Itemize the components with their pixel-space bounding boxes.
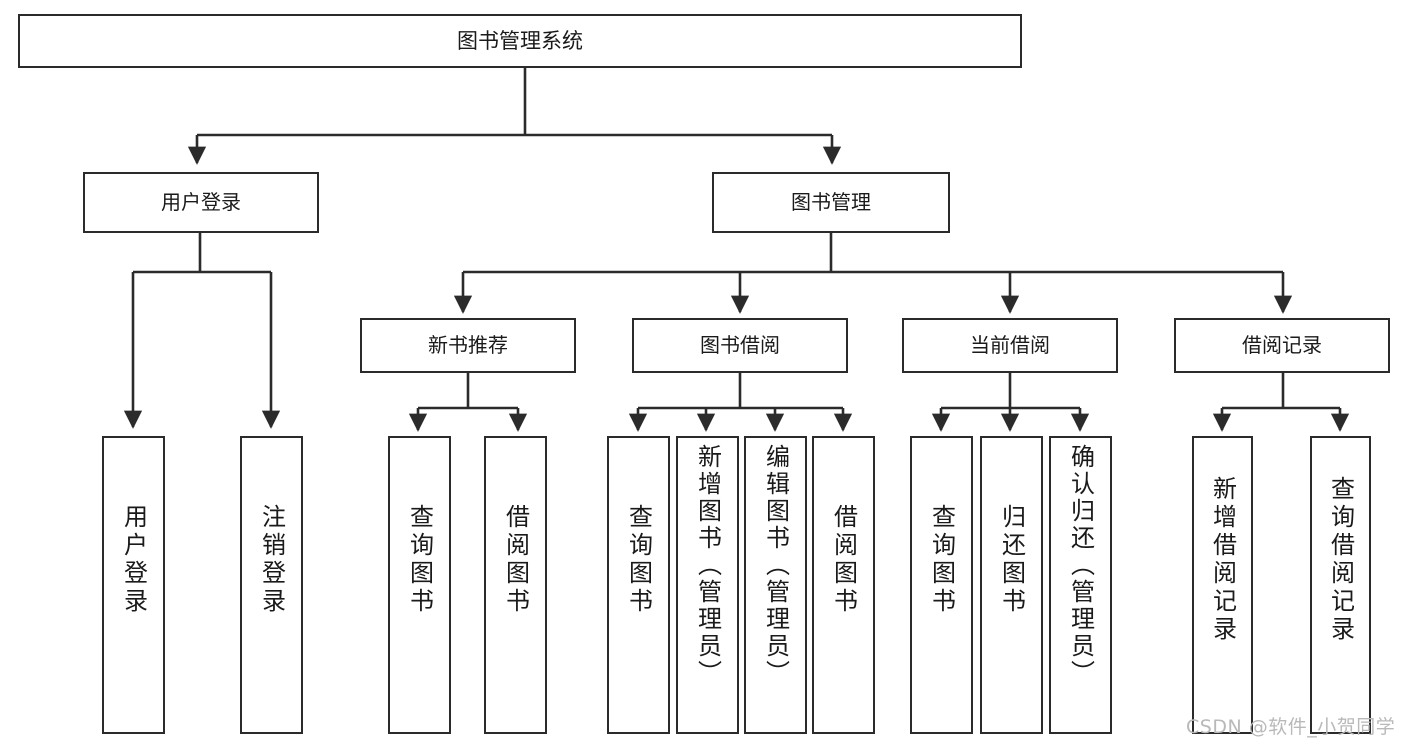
node-leaf-query-book-3[interactable]: 查询图书 bbox=[910, 436, 973, 734]
node-root-label: 图书管理系统 bbox=[457, 28, 583, 53]
node-leaf-borrow-book-1[interactable]: 借阅图书 bbox=[484, 436, 547, 734]
node-leaf-borrow-book-2-label: 借阅图书 bbox=[829, 504, 858, 616]
node-leaf-confirm-return[interactable]: 确认归还（管理员） bbox=[1049, 436, 1112, 734]
node-leaf-query-book-2[interactable]: 查询图书 bbox=[607, 436, 670, 734]
node-leaf-logout[interactable]: 注销登录 bbox=[240, 436, 303, 734]
node-leaf-add-record[interactable]: 新增借阅记录 bbox=[1192, 436, 1253, 734]
node-book-management-label: 图书管理 bbox=[791, 190, 871, 214]
node-root[interactable]: 图书管理系统 bbox=[18, 14, 1022, 68]
node-leaf-add-book[interactable]: 新增图书（管理员） bbox=[676, 436, 739, 734]
node-leaf-borrow-book-2[interactable]: 借阅图书 bbox=[812, 436, 875, 734]
node-leaf-query-book-1[interactable]: 查询图书 bbox=[388, 436, 451, 734]
node-book-management[interactable]: 图书管理 bbox=[712, 172, 950, 233]
node-leaf-return-book[interactable]: 归还图书 bbox=[980, 436, 1043, 734]
node-leaf-edit-book-label: 编辑图书（管理员） bbox=[761, 444, 790, 687]
node-leaf-query-record-label: 查询借阅记录 bbox=[1326, 476, 1355, 644]
node-leaf-query-book-3-label: 查询图书 bbox=[927, 504, 956, 616]
watermark-text: CSDN @软件_小贺同学 bbox=[1186, 716, 1396, 738]
node-leaf-query-record[interactable]: 查询借阅记录 bbox=[1310, 436, 1371, 734]
node-leaf-add-record-label: 新增借阅记录 bbox=[1208, 476, 1237, 644]
node-leaf-edit-book[interactable]: 编辑图书（管理员） bbox=[744, 436, 807, 734]
node-leaf-add-book-label: 新增图书（管理员） bbox=[693, 444, 722, 687]
node-user-login-label: 用户登录 bbox=[161, 190, 241, 214]
node-leaf-return-book-label: 归还图书 bbox=[997, 504, 1026, 616]
node-leaf-user-login-label: 用户登录 bbox=[119, 504, 148, 616]
node-book-borrow[interactable]: 图书借阅 bbox=[632, 318, 848, 373]
node-user-login[interactable]: 用户登录 bbox=[83, 172, 319, 233]
node-leaf-confirm-return-label: 确认归还（管理员） bbox=[1066, 444, 1095, 687]
node-leaf-user-login[interactable]: 用户登录 bbox=[102, 436, 165, 734]
node-new-book-recommend-label: 新书推荐 bbox=[428, 333, 508, 357]
node-leaf-logout-label: 注销登录 bbox=[257, 504, 286, 616]
node-leaf-query-book-2-label: 查询图书 bbox=[624, 504, 653, 616]
node-leaf-query-book-1-label: 查询图书 bbox=[405, 504, 434, 616]
node-current-borrow[interactable]: 当前借阅 bbox=[902, 318, 1118, 373]
node-book-borrow-label: 图书借阅 bbox=[700, 333, 780, 357]
node-borrow-record[interactable]: 借阅记录 bbox=[1174, 318, 1390, 373]
node-current-borrow-label: 当前借阅 bbox=[970, 333, 1050, 357]
node-new-book-recommend[interactable]: 新书推荐 bbox=[360, 318, 576, 373]
node-leaf-borrow-book-1-label: 借阅图书 bbox=[501, 504, 530, 616]
node-borrow-record-label: 借阅记录 bbox=[1242, 333, 1322, 357]
